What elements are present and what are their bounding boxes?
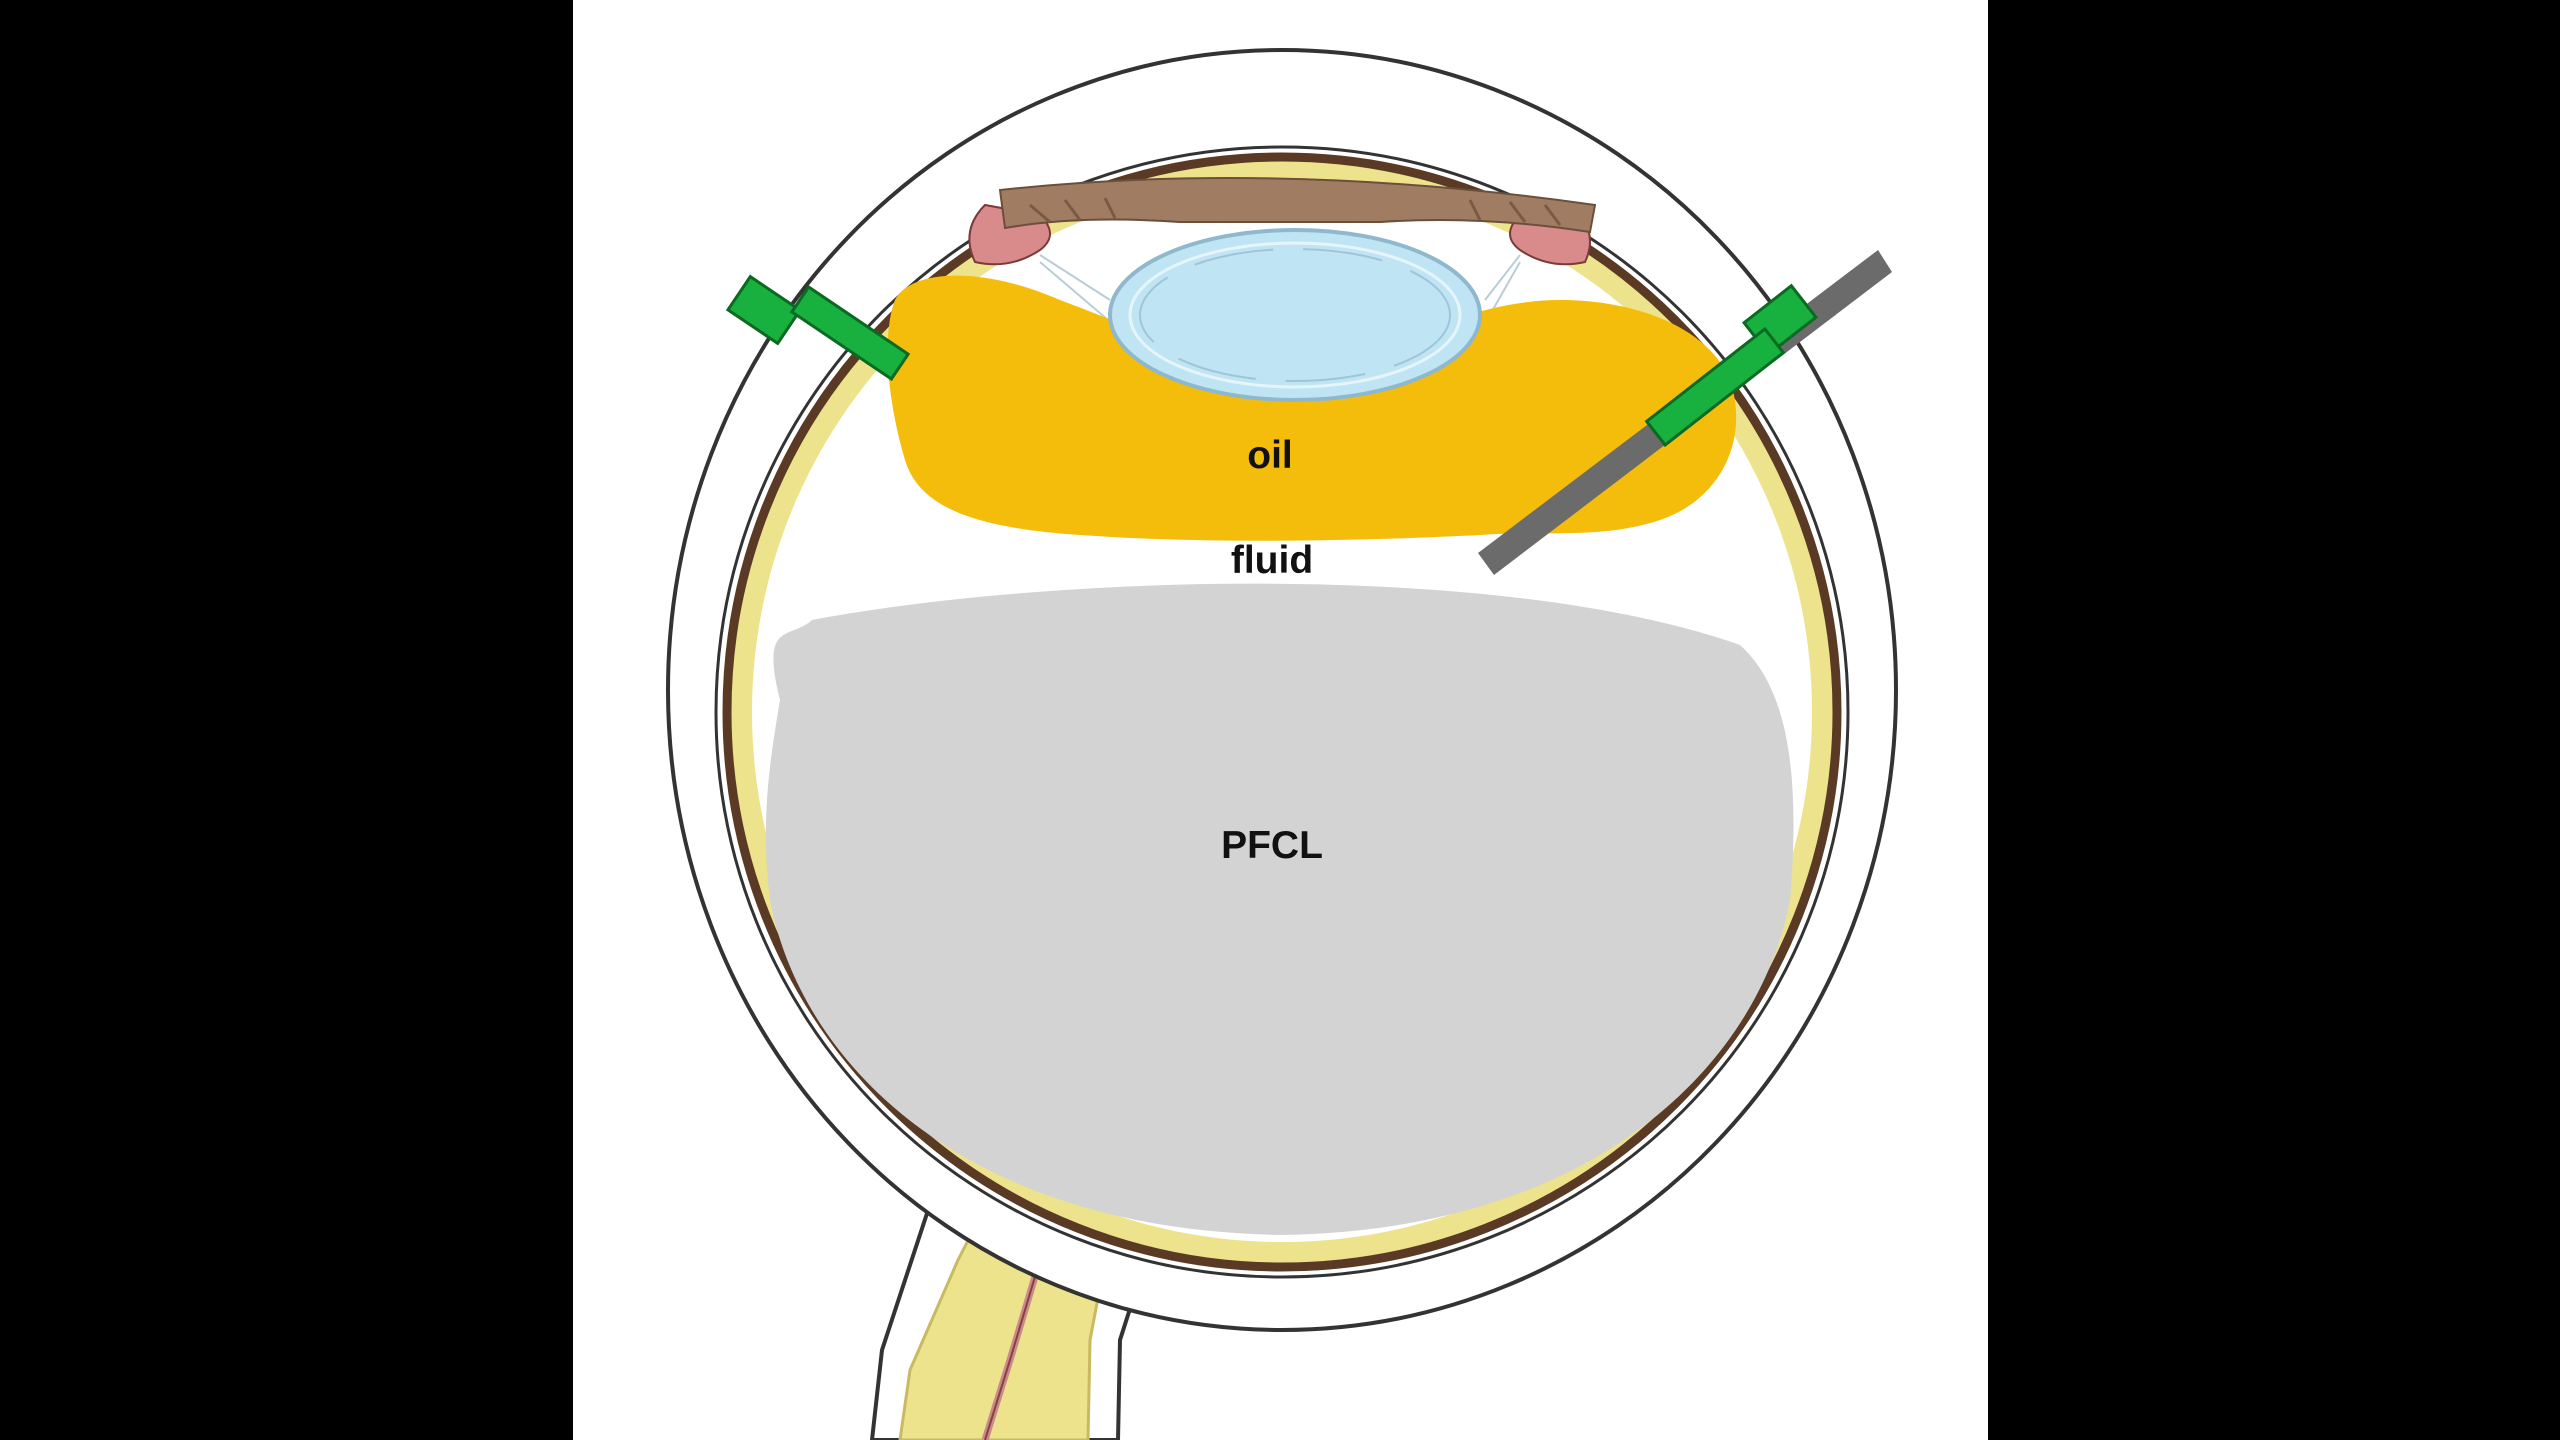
oil-label: oil — [1247, 434, 1293, 477]
sclera-inner-line — [714, 145, 1850, 1279]
trocar-right — [1644, 283, 1819, 448]
pfcl-label: PFCL — [1221, 824, 1323, 867]
iris-fibers — [1029, 197, 1562, 226]
trocar-left — [725, 274, 911, 382]
trocar-right-shaft — [1644, 326, 1786, 448]
fluid-label: fluid — [1231, 539, 1313, 582]
oil-bubble — [887, 275, 1737, 541]
lens — [1108, 228, 1482, 402]
iris — [998, 177, 1597, 234]
trocar-left-shaft — [789, 284, 911, 382]
pfcl-bubble — [765, 583, 1794, 1235]
lens-capsule-highlight — [1128, 241, 1462, 389]
zonules — [1039, 254, 1521, 321]
trocar-left-head — [725, 274, 803, 346]
